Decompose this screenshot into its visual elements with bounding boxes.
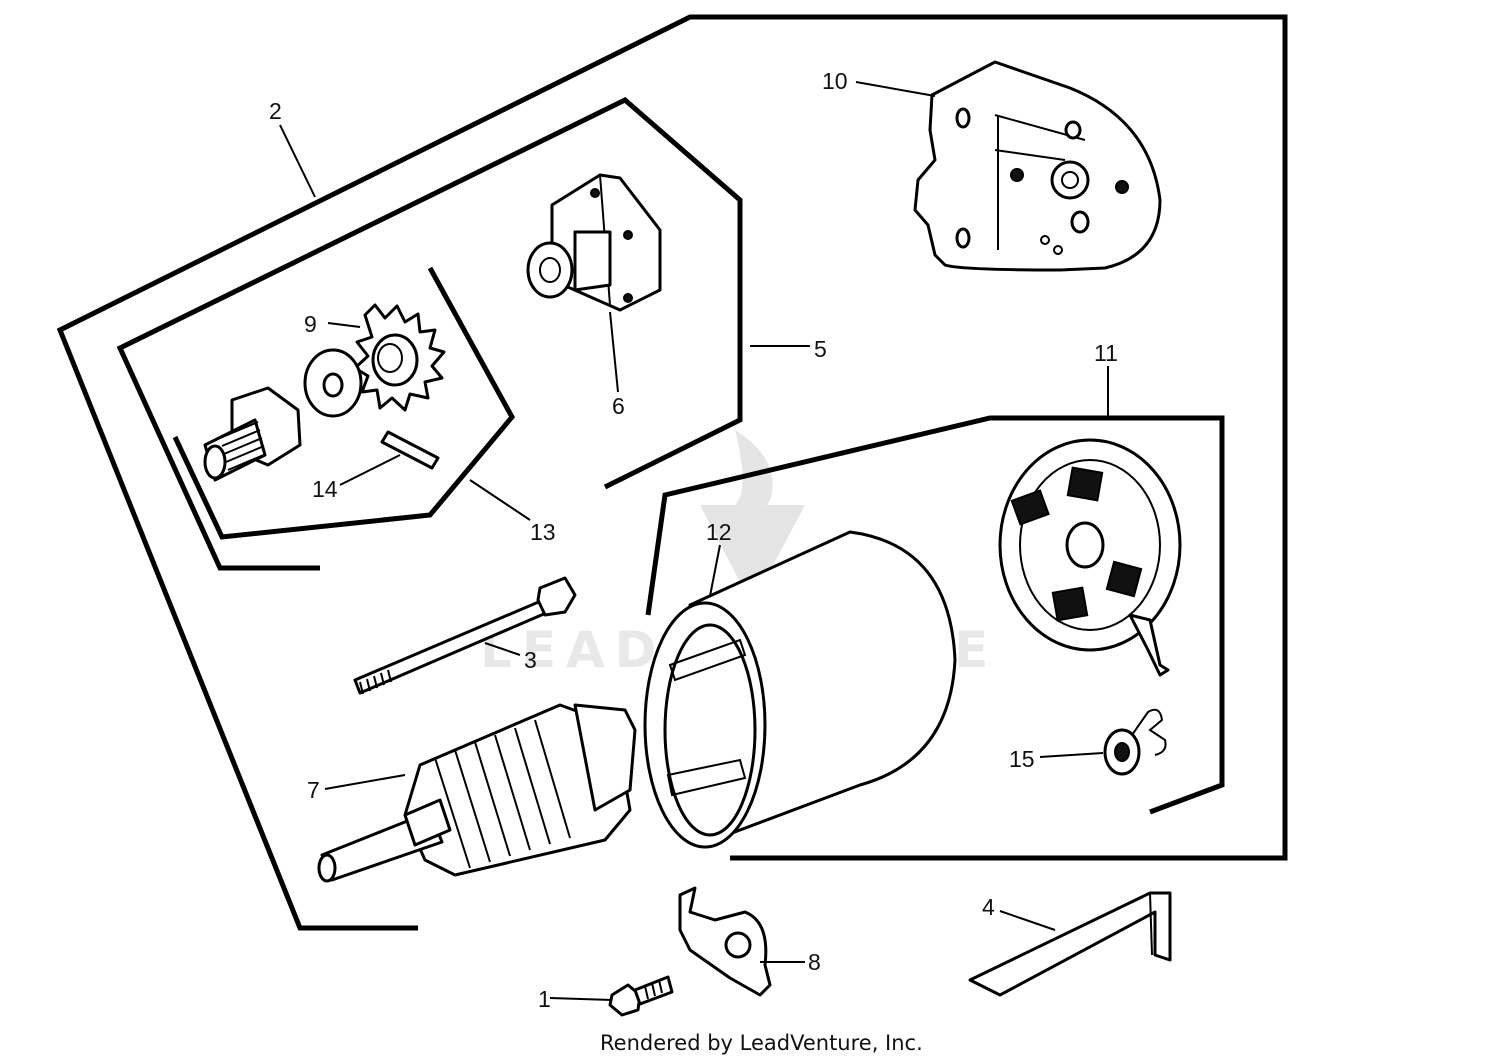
callout-11: 11: [1094, 340, 1118, 366]
through-bolt: [353, 576, 577, 695]
callout-13: 13: [530, 519, 556, 545]
spring-clip: [1103, 708, 1167, 776]
callout-6: 6: [612, 393, 625, 419]
callout-2: 2: [269, 98, 282, 124]
armature: [317, 703, 637, 883]
callout-14: 14: [312, 476, 338, 502]
drive-spring-assembly: [203, 386, 302, 482]
leader-lines: [279, 81, 1109, 1001]
field-frame-housing: [643, 530, 957, 849]
callout-3: 3: [524, 647, 537, 673]
bracket-group-5: [116, 97, 743, 571]
bracket-group-2: [56, 14, 1288, 931]
drive-end-housing: [526, 173, 662, 312]
callout-5: 5: [814, 336, 827, 362]
callout-8: 8: [808, 949, 821, 975]
thrust-washer: [303, 348, 363, 418]
bracket-group-11: [645, 415, 1225, 815]
end-bracket-plate: [913, 60, 1162, 272]
watermark-logo-icon: [700, 430, 805, 605]
callout-7: 7: [307, 777, 320, 803]
roll-pin: [380, 430, 440, 470]
strap: [968, 891, 1172, 997]
mounting-clip: [678, 886, 772, 997]
callout-labels: 1 2 3 4 5 6 7 8 9 10 11 12 13 14 15: [269, 68, 1118, 1012]
brush-plate-assembly: [998, 438, 1182, 677]
callout-10: 10: [822, 68, 848, 94]
callout-12: 12: [706, 519, 732, 545]
footer-credit: Rendered by LeadVenture, Inc.: [600, 1031, 923, 1055]
bracket-group-13: [172, 266, 516, 540]
callout-9: 9: [304, 311, 317, 337]
callout-1: 1: [538, 986, 551, 1012]
callout-15: 15: [1009, 746, 1035, 772]
pinion-gear: [353, 303, 446, 412]
screw: [608, 975, 674, 1017]
callout-4: 4: [982, 894, 995, 920]
